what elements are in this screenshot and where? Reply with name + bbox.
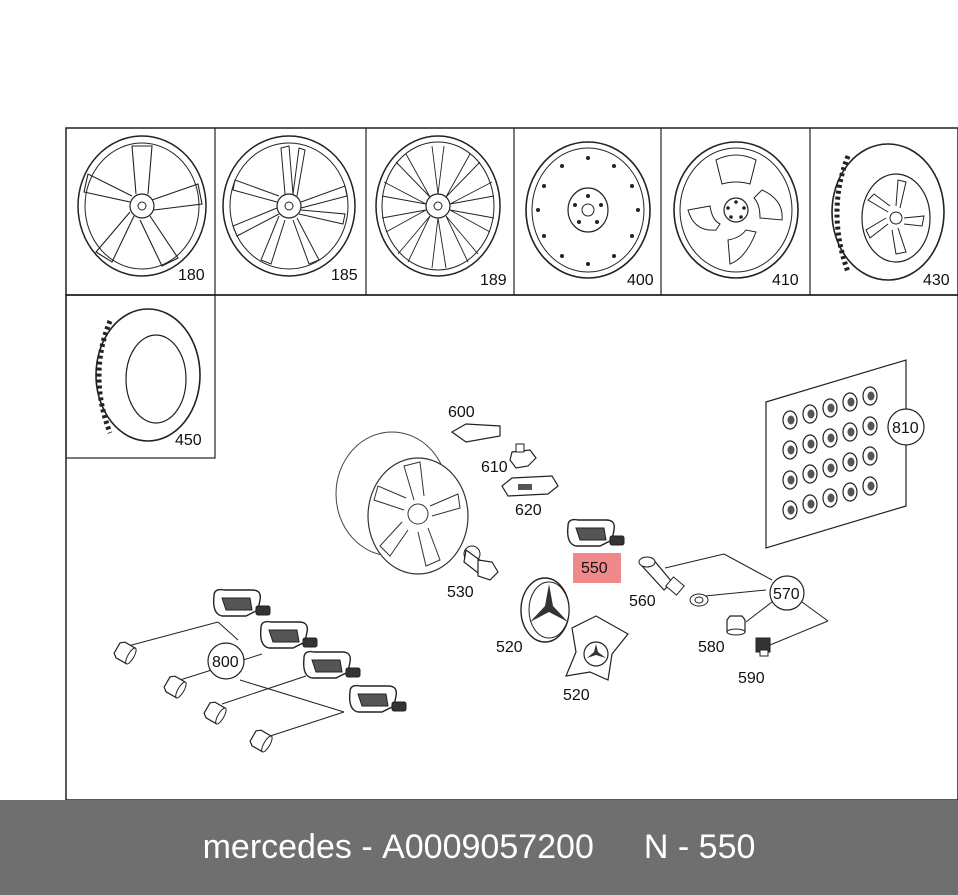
valve-cap-580-icon <box>726 615 746 636</box>
center-cover-520-icon <box>565 615 629 681</box>
valve-core-590-icon <box>755 637 771 657</box>
nut-set-810-icon <box>765 359 907 549</box>
wheel-nut-core <box>847 457 855 467</box>
label-530[interactable]: 530 <box>447 584 474 601</box>
label-560[interactable]: 560 <box>629 593 656 610</box>
brand-name: mercedes <box>202 828 352 866</box>
label-550[interactable]: 550 <box>581 560 608 577</box>
label-400[interactable]: 400 <box>627 272 654 289</box>
wheel-nut-core <box>867 481 875 491</box>
wheel-nut-core <box>807 439 815 449</box>
label-410[interactable]: 410 <box>772 272 799 289</box>
wheel-nut-core <box>847 427 855 437</box>
label-520-center-cover[interactable]: 520 <box>563 687 590 704</box>
cell-450-frame <box>65 294 216 459</box>
tire-450-icon <box>95 308 201 442</box>
label-800[interactable]: 800 <box>212 654 239 671</box>
label-620[interactable]: 620 <box>515 502 542 519</box>
wheel-nut-core <box>827 433 835 443</box>
wheel-189-icon <box>375 135 501 277</box>
n-label: N <box>643 828 669 866</box>
wheel-nut-core <box>807 469 815 479</box>
wheel-nut-core <box>827 403 835 413</box>
wheel-nut-core <box>787 475 795 485</box>
wheel-nut-core <box>827 493 835 503</box>
wheel-nut-core <box>787 505 795 515</box>
wheel-bolt-530-icon <box>463 545 499 581</box>
wheel-nut-core <box>847 487 855 497</box>
valve-560-icon <box>638 556 709 607</box>
label-590[interactable]: 590 <box>738 670 765 687</box>
label-185[interactable]: 185 <box>331 267 358 284</box>
wheel-nut-core <box>807 409 815 419</box>
tpms-sensor-550-icon <box>566 518 625 547</box>
label-570[interactable]: 570 <box>773 586 800 603</box>
footer-dash-1: - <box>351 828 383 866</box>
label-180[interactable]: 180 <box>178 267 205 284</box>
wheel-nut-core <box>847 397 855 407</box>
wheel-nut-core <box>867 451 875 461</box>
balance-weight-620-icon <box>501 475 559 497</box>
steel-wheel-400-icon <box>525 141 651 279</box>
wheel-185-icon <box>222 135 356 277</box>
label-430[interactable]: 430 <box>923 272 950 289</box>
hub-cap-520-icon <box>520 577 570 643</box>
wheel-180-icon <box>77 135 207 277</box>
callout-800-circle <box>207 642 245 680</box>
part-info-footer: mercedes - A0009057200 N - 550 <box>0 800 958 895</box>
parts-diagram: 180 185 189 400 410 430 450 600 610 620 … <box>65 127 958 800</box>
footer-dash-2: - <box>668 828 699 866</box>
label-189[interactable]: 189 <box>480 272 507 289</box>
main-panel-frame <box>65 294 958 800</box>
label-600[interactable]: 600 <box>448 404 475 421</box>
label-520-hub-cap[interactable]: 520 <box>496 639 523 656</box>
wheel-nut-core <box>827 463 835 473</box>
balance-weight-600-icon <box>450 423 501 443</box>
wheel-nut-core <box>867 421 875 431</box>
part-number: A0009057200 <box>382 828 594 866</box>
label-610[interactable]: 610 <box>481 459 508 476</box>
tpms-kit-800-icon <box>111 588 407 754</box>
wheel-nut-core <box>787 415 795 425</box>
wheel-nut-core <box>807 499 815 509</box>
callout-570-circle <box>769 575 805 611</box>
label-580[interactable]: 580 <box>698 639 725 656</box>
part-550-highlight <box>573 553 621 583</box>
alloy-wheel-main-icon <box>335 431 469 575</box>
label-810[interactable]: 810 <box>892 420 919 437</box>
n-value: 550 <box>698 828 756 866</box>
spare-wheel-410-icon <box>673 141 799 279</box>
wheel-nut-core <box>867 391 875 401</box>
label-450[interactable]: 450 <box>175 432 202 449</box>
wheel-nut-core <box>787 445 795 455</box>
clip-610-icon <box>509 443 537 469</box>
tire-wheel-430-icon <box>831 143 945 281</box>
callout-810-circle <box>887 408 925 446</box>
